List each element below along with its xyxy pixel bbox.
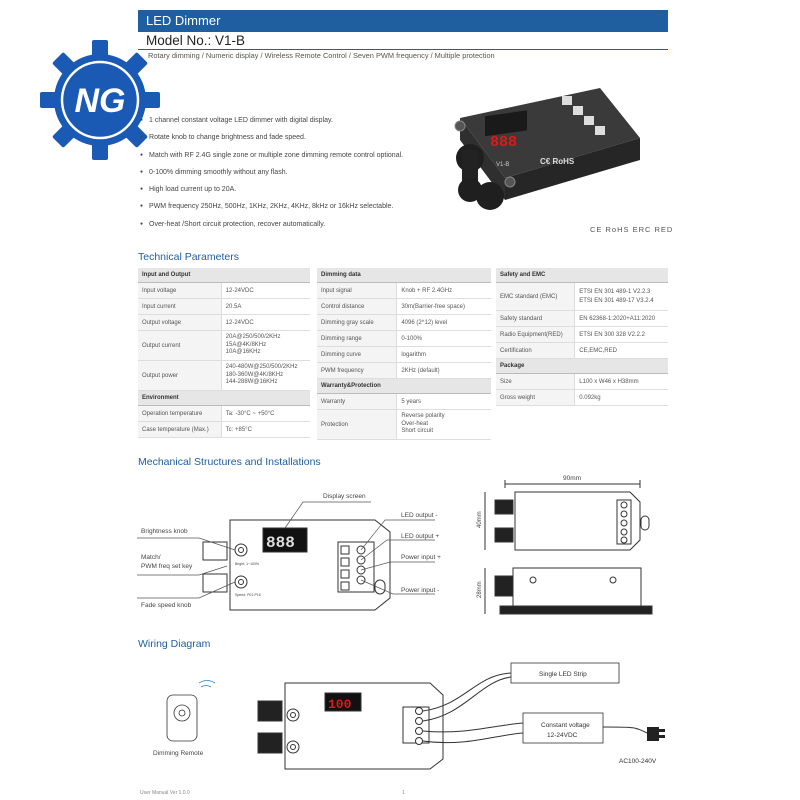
cv-volt: 12-24VDC — [547, 732, 578, 739]
svg-text:Bright: 1~100%: Bright: 1~100% — [235, 562, 259, 566]
cv-title: Constant voltage — [541, 722, 590, 729]
table-row: Case temperature (Max.)Tc: +85°C — [138, 421, 310, 438]
table-header: Input and Output — [138, 268, 310, 283]
subtitle: Rotary dimming / Numeric display / Wirel… — [148, 51, 495, 60]
label-pwm-key: PWM freq set key — [141, 563, 193, 570]
feature-list: 1 channel constant voltage LED dimmer wi… — [140, 112, 403, 233]
table-safety: Safety and EMC EMC standard (EMC)ETSI EN… — [496, 268, 668, 406]
page-title: LED Dimmer — [146, 13, 221, 28]
svg-text:C€ RoHS: C€ RoHS — [540, 157, 575, 166]
feature-item: Over-heat /Short circuit protection, rec… — [140, 216, 403, 233]
feature-item: 1 channel constant voltage LED dimmer wi… — [140, 112, 403, 129]
feature-item: Match with RF 2.4G single zone or multip… — [140, 147, 403, 164]
label-fade-knob: Fade speed knob — [141, 602, 192, 609]
mech-title: Mechanical Structures and Installations — [138, 456, 321, 468]
mech-display: 888 — [266, 534, 295, 552]
power-supply-box — [522, 712, 604, 744]
mechanical-diagram: 888 Bright: 1~100% Speed: P01-P16 Displa… — [137, 475, 653, 615]
page-number: 1 — [402, 790, 405, 796]
device-label: V1-B — [496, 162, 509, 168]
feature-item: Rotate knob to change brightness and fad… — [140, 129, 403, 146]
table-header: Warranty&Protection — [317, 378, 491, 394]
dim-width: 90mm — [563, 475, 581, 482]
label-match: Match/ — [141, 554, 161, 561]
model-line: Model No.: V1-B — [138, 32, 668, 50]
feature-item: 0-100% dimming smoothly without any flas… — [140, 164, 403, 181]
table-row: EMC standard (EMC)ETSI EN 301 489-1 V2.2… — [496, 282, 668, 311]
header-bar: LED Dimmer — [138, 10, 668, 32]
label-power-minus: Power input - — [401, 587, 439, 594]
remote-label: Dimming Remote — [153, 750, 204, 757]
label-led-plus: LED output + — [401, 533, 439, 540]
ng-gear-logo: NG — [40, 40, 160, 160]
footer-version: User Manual Ver 1.0.0 — [140, 790, 190, 796]
model-number: Model No.: V1-B — [146, 33, 246, 48]
table-header: Safety and EMC — [496, 268, 668, 283]
feature-item: PWM frequency 250Hz, 500Hz, 1KHz, 2KHz, … — [140, 198, 403, 215]
svg-text:Speed: P01-P16: Speed: P01-P16 — [235, 593, 261, 597]
tech-params-title: Technical Parameters — [138, 251, 239, 263]
label-brightness-knob: Brightness knob — [141, 528, 188, 535]
wiring-title: Wiring Diagram — [138, 638, 211, 650]
device-display: 888 — [490, 134, 517, 151]
logo-text: NG — [75, 82, 126, 120]
single-led-label: Single LED Strip — [539, 671, 587, 678]
table-row: Radio Equipment(RED)ETSI EN 300 328 V2.2… — [496, 326, 668, 343]
certification-marks: CE RoHS ERC RED — [590, 225, 674, 234]
feature-item: High load current up to 20A. — [140, 181, 403, 198]
wiring-display: 100 — [328, 697, 352, 712]
label-power-plus: Power input + — [401, 554, 441, 561]
dim-depth: 28mm — [477, 581, 483, 598]
table-header: Dimming data — [317, 268, 491, 283]
ac-label: AC100-240V — [619, 758, 657, 765]
dim-height: 40mm — [477, 511, 483, 528]
label-display-screen: Display screen — [323, 493, 366, 500]
product-photo: 888 V1-B C€ RoHS — [454, 88, 640, 210]
label-led-minus: LED output - — [401, 512, 438, 519]
table-header: Package — [496, 358, 668, 374]
wiring-diagram: Dimming Remote 100 Single LED Strip Cons… — [153, 662, 665, 770]
table-header: Environment — [138, 390, 310, 406]
